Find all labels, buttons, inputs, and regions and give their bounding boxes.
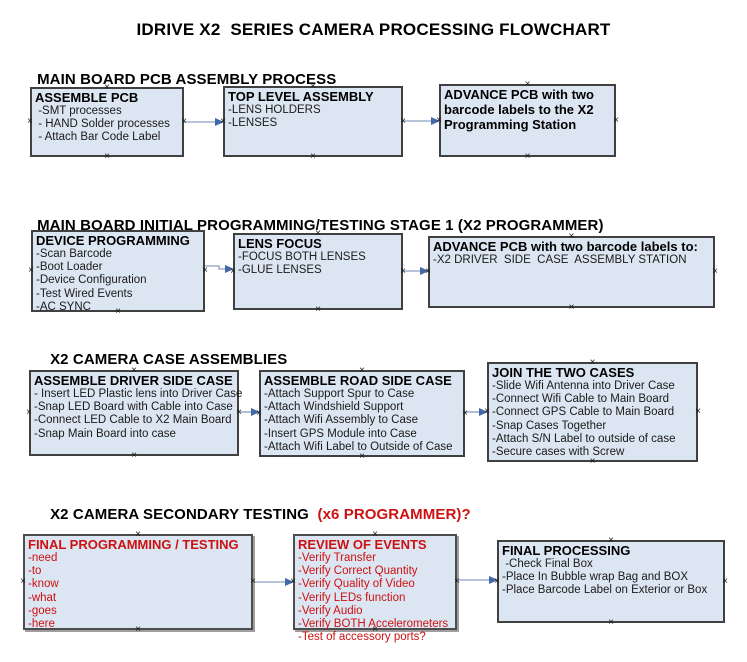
flow-box-title: FINAL PROGRAMMING / TESTING xyxy=(28,537,239,552)
flow-box-title: ASSEMBLE ROAD SIDE CASE xyxy=(264,373,452,388)
section-heading-red-text: (x6 PROGRAMMER)? xyxy=(313,506,471,523)
flow-box-items: -Verify Transfer-Verify Correct Quantity… xyxy=(298,552,452,644)
flow-box-line: -here xyxy=(28,618,55,631)
flow-box-line: - Attach Bar Code Label xyxy=(35,131,161,144)
flow-box-advance-pcb-driver-side[interactable]: ADVANCE PCB with two barcode labels to: … xyxy=(425,232,718,313)
flow-box-line: -Device Configuration xyxy=(36,274,147,287)
flow-box-line: -Attach Wifi Assembly to Case xyxy=(264,414,419,427)
flow-box-line: -Connect Wifi Cable to Main Board xyxy=(492,393,670,406)
flow-box-advance-pcb-programming-station[interactable]: ADVANCE PCB with two barcode labels to t… xyxy=(436,80,619,162)
flow-box-line: -Check Final Box xyxy=(502,558,593,570)
flow-box-line: -Verify Transfer xyxy=(298,552,376,564)
connector-arrow[interactable] xyxy=(403,117,440,125)
section-heading-text: X2 CAMERA SECONDARY TESTING xyxy=(50,506,314,523)
flow-box-line: -need xyxy=(28,552,58,564)
flow-box-items: -Slide Wifi Antenna into Driver Case-Con… xyxy=(492,380,693,459)
connector-arrow[interactable] xyxy=(457,576,498,584)
section-heading-pcb-assembly: MAIN BOARD PCB ASSEMBLY PROCESS xyxy=(20,54,336,105)
connector-arrow[interactable] xyxy=(184,118,224,126)
page-title: IDRIVE X2 SERIES CAMERA PROCESSING FLOWC… xyxy=(136,20,611,39)
section-heading-text: MAIN BOARD PCB ASSEMBLY PROCESS xyxy=(37,71,337,88)
flow-box-title: DEVICE PROGRAMMING xyxy=(36,233,190,248)
flow-box-line: -Place Barcode Label on Exterior or Box xyxy=(502,584,708,597)
flow-box-items: -Attach Support Spur to Case-Attach Wind… xyxy=(264,388,460,454)
flow-box-line: -Verify Correct Quantity xyxy=(298,565,418,578)
flow-box-items: - Insert LED Plastic lens into Driver Ca… xyxy=(34,388,243,441)
flow-box-line: -goes xyxy=(28,604,57,617)
flow-box-line: -Test Wired Events xyxy=(36,287,133,300)
flow-box-line: - Insert LED Plastic lens into Driver Ca… xyxy=(34,388,243,400)
flow-box-assemble-road-side-case[interactable]: ASSEMBLE ROAD SIDE CASE -Attach Support … xyxy=(256,366,468,462)
flow-box-title: ASSEMBLE PCB xyxy=(35,90,139,105)
flow-box-line: -GLUE LENSES xyxy=(238,264,322,277)
flow-box-line: -Slide Wifi Antenna into Driver Case xyxy=(492,380,675,392)
flow-box-line: -Place In Bubble wrap Bag and BOX xyxy=(502,571,689,584)
flow-box-line: -Test of accessory ports? xyxy=(298,631,426,644)
flow-box-title: REVIEW OF EVENTS xyxy=(298,537,427,552)
flow-box-line: -Boot Loader xyxy=(36,261,103,274)
flow-box-line: -Attach S/N Label to outside of case xyxy=(492,432,676,445)
flow-box-line: -to xyxy=(28,565,42,578)
flow-box-title: TOP LEVEL ASSEMBLY xyxy=(228,89,374,104)
flow-box-items: -need-to-know-what-goes-here xyxy=(28,552,248,631)
flow-box-items: -X2 DRIVER SIDE CASE ASSEMBLY STATION xyxy=(433,254,710,267)
section-heading-case-assemblies: X2 CAMERA CASE ASSEMBLIES xyxy=(33,334,287,385)
flow-box-items: -Check Final Box-Place In Bubble wrap Ba… xyxy=(502,558,720,598)
connector-arrow[interactable] xyxy=(465,408,488,416)
flow-box-line: -Attach Wifi Label to Outside of Case xyxy=(264,440,453,453)
flow-box-line: -Verify Quality of Video xyxy=(298,578,415,591)
flow-box-line: -Attach Windshield Support xyxy=(264,401,404,414)
flow-box-line: -SMT processes xyxy=(35,105,122,117)
flow-box-title: ADVANCE PCB with two barcode labels to t… xyxy=(444,87,594,132)
flow-box-line: - HAND Solder processes xyxy=(35,118,170,131)
flow-box-line: -Verify BOTH Accelerometers xyxy=(298,618,449,631)
flow-box-top-level-assembly[interactable]: TOP LEVEL ASSEMBLY -LENS HOLDERS-LENSES … xyxy=(220,82,406,162)
connector-arrow[interactable] xyxy=(205,265,234,273)
flow-box-title: ASSEMBLE DRIVER SIDE CASE xyxy=(34,373,233,388)
connector-arrow[interactable] xyxy=(253,578,294,586)
flow-box-title: FINAL PROCESSING xyxy=(502,543,631,558)
flow-box-line: -Connect LED Cable to X2 Main Board xyxy=(34,414,232,427)
flow-box-line: -Verify LEDs function xyxy=(298,591,406,604)
flow-box-title: LENS FOCUS xyxy=(238,236,322,251)
flow-box-assemble-driver-side-case[interactable]: ASSEMBLE DRIVER SIDE CASE - Insert LED P… xyxy=(26,366,243,461)
flow-box-line: -know xyxy=(28,578,59,591)
flow-box-items: -SMT processes - HAND Solder processes -… xyxy=(35,105,179,145)
flow-box-title: ADVANCE PCB with two barcode labels to: xyxy=(433,239,698,254)
connector-arrow[interactable] xyxy=(404,267,429,275)
flow-box-line: -Snap Cases Together xyxy=(492,419,607,432)
flow-box-line: -Snap LED Board with Cable into Case xyxy=(34,401,233,414)
section-heading-secondary-testing: X2 CAMERA SECONDARY TESTING (x6 PROGRAMM… xyxy=(33,489,471,540)
flow-box-assemble-pcb[interactable]: ASSEMBLE PCB -SMT processes - HAND Solde… xyxy=(27,83,187,162)
flow-box-final-processing[interactable]: FINAL PROCESSING -Check Final Box-Place … xyxy=(494,536,728,628)
flow-box-items: -LENS HOLDERS-LENSES xyxy=(228,104,398,130)
flow-box-line: -Snap Main Board into case xyxy=(34,427,176,440)
flow-box-line: -Insert GPS Module into Case xyxy=(264,427,417,440)
flow-box-items: -Scan Barcode-Boot Loader-Device Configu… xyxy=(36,248,200,314)
flow-box-review-of-events[interactable]: REVIEW OF EVENTS -Verify Transfer-Verify… xyxy=(290,530,460,644)
flow-box-line: -LENSES xyxy=(228,117,278,130)
flow-box-line: -Verify Audio xyxy=(298,604,363,617)
flow-box-line: -Attach Support Spur to Case xyxy=(264,388,415,400)
flow-box-line: -Connect GPS Cable to Main Board xyxy=(492,406,675,419)
flow-box-lens-focus[interactable]: LENS FOCUS -FOCUS BOTH LENSES-GLUE LENSE… xyxy=(230,229,406,315)
flow-box-line: -what xyxy=(28,591,57,604)
flow-box-line: -LENS HOLDERS xyxy=(228,104,321,116)
flow-box-line: -Secure cases with Screw xyxy=(492,446,625,459)
flow-box-line: -Scan Barcode xyxy=(36,248,113,260)
section-heading-text: X2 CAMERA CASE ASSEMBLIES xyxy=(50,351,288,368)
flow-box-device-programming[interactable]: DEVICE PROGRAMMING -Scan Barcode-Boot Lo… xyxy=(28,226,208,317)
section-heading-text: MAIN BOARD INITIAL PROGRAMMING/TESTING S… xyxy=(37,217,604,234)
flow-box-line: -X2 DRIVER SIDE CASE ASSEMBLY STATION xyxy=(433,254,687,266)
flow-box-items: -FOCUS BOTH LENSES-GLUE LENSES xyxy=(238,251,398,277)
flow-box-line: -FOCUS BOTH LENSES xyxy=(238,251,366,263)
flow-box-final-programming-testing[interactable]: FINAL PROGRAMMING / TESTING -need-to-kno… xyxy=(20,530,256,635)
connector-arrow[interactable] xyxy=(239,408,260,416)
flow-box-line: -AC SYNC xyxy=(36,300,91,313)
section-heading-initial-programming: MAIN BOARD INITIAL PROGRAMMING/TESTING S… xyxy=(20,200,604,251)
flow-box-join-the-two-cases[interactable]: JOIN THE TWO CASES -Slide Wifi Antenna i… xyxy=(484,358,701,467)
flow-box-title: JOIN THE TWO CASES xyxy=(492,365,635,380)
